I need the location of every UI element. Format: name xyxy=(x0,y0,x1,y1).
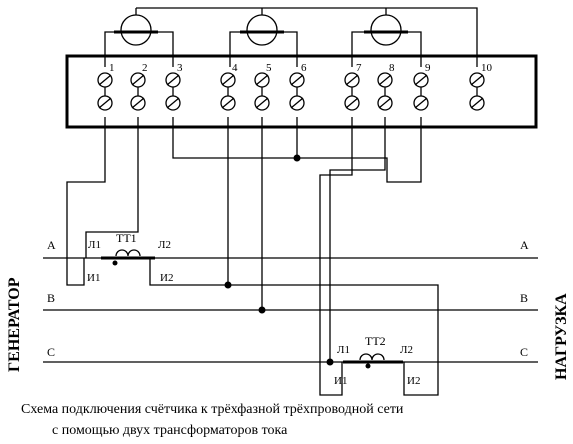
terminal-screw-slot xyxy=(290,97,304,109)
terminal-number: 2 xyxy=(142,62,148,74)
terminal-number: 9 xyxy=(425,62,431,74)
terminal-screw-slot xyxy=(470,97,484,109)
terminal-number: 4 xyxy=(232,62,238,74)
terminal-screw-slot xyxy=(221,97,235,109)
terminal-number: 10 xyxy=(481,62,493,74)
terminal-screws xyxy=(97,72,485,111)
tt1-name: ТТ1 xyxy=(116,231,137,245)
terminal-number: 5 xyxy=(266,62,272,74)
terminal-8 xyxy=(377,72,393,111)
phase-label-b-left: B xyxy=(47,291,55,305)
phase-label-a-left: A xyxy=(47,238,56,252)
current-transformer-1 xyxy=(101,249,155,266)
generator-label: ГЕНЕРАТОР xyxy=(6,277,23,372)
tt2-l2: Л2 xyxy=(400,344,413,356)
terminal-screw-slot xyxy=(345,97,359,109)
terminal-number-labels: 1 2 3 4 5 6 7 8 9 10 xyxy=(109,62,493,74)
terminal-screw-slot xyxy=(131,97,145,109)
phase-label-c-right: C xyxy=(520,345,528,359)
terminal-screw-slot xyxy=(470,74,484,86)
meter-internal-wiring xyxy=(104,7,478,67)
external-wiring xyxy=(66,117,439,396)
tt1-l1: Л1 xyxy=(88,239,101,251)
terminal-3 xyxy=(165,72,181,111)
terminal-screw-slot xyxy=(414,74,428,86)
terminal-screw-slot xyxy=(414,97,428,109)
tt1-i2: И2 xyxy=(160,272,173,284)
caption-line-2: с помощью двух трансформаторов тока xyxy=(52,423,288,438)
terminal-screw-slot xyxy=(98,97,112,109)
meter-element-2 xyxy=(240,14,284,46)
phase-label-a-right: A xyxy=(520,238,529,252)
tt1-i1: И1 xyxy=(87,272,100,284)
terminal-number: 3 xyxy=(177,62,183,74)
tt2-i2: И2 xyxy=(407,375,420,387)
terminal-screw-slot xyxy=(345,74,359,86)
terminal-6 xyxy=(289,72,305,111)
phase-lines xyxy=(43,257,538,363)
phase-label-c-left: C xyxy=(47,345,55,359)
current-transformer-2 xyxy=(343,353,403,369)
terminal-number: 1 xyxy=(109,62,115,74)
terminal-2 xyxy=(130,72,146,111)
terminal-1 xyxy=(97,72,113,111)
caption-line-1: Схема подключения счётчика к трёхфазной … xyxy=(21,402,404,417)
terminal-4 xyxy=(220,72,236,111)
tt2-l1: Л1 xyxy=(337,344,350,356)
terminal-screw-slot xyxy=(131,74,145,86)
terminal-number: 7 xyxy=(356,62,362,74)
tt2-name: ТТ2 xyxy=(365,334,386,348)
terminal-number: 8 xyxy=(389,62,395,74)
terminal-5 xyxy=(254,72,270,111)
phase-label-b-right: B xyxy=(520,291,528,305)
load-label: НАГРУЗКА xyxy=(553,293,570,380)
terminal-7 xyxy=(344,72,360,111)
terminal-screw-slot xyxy=(255,74,269,86)
terminal-number: 6 xyxy=(301,62,307,74)
terminal-screw-slot xyxy=(290,74,304,86)
meter-element-3 xyxy=(364,14,408,46)
terminal-screw-slot xyxy=(221,74,235,86)
terminal-screw-slot xyxy=(166,97,180,109)
terminal-screw-slot xyxy=(166,74,180,86)
terminal-9 xyxy=(413,72,429,111)
junction-dots xyxy=(224,154,334,366)
terminal-screw-slot xyxy=(378,74,392,86)
tt1-l2: Л2 xyxy=(158,239,171,251)
meter-element-1 xyxy=(114,14,158,46)
terminal-screw-slot xyxy=(378,97,392,109)
tt2-i1: И1 xyxy=(334,375,347,387)
terminal-screw-slot xyxy=(98,74,112,86)
meter-terminal-block xyxy=(65,54,538,129)
terminal-10 xyxy=(469,72,485,111)
terminal-screw-slot xyxy=(255,97,269,109)
